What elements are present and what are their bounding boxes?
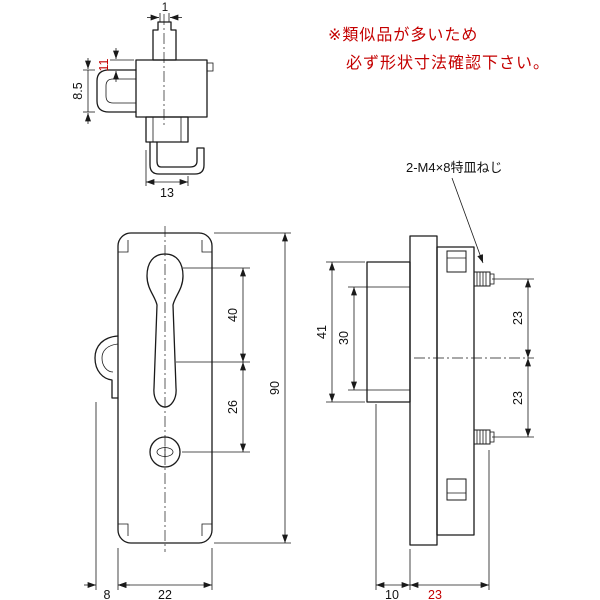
dim-top-width-value: 13 — [160, 186, 174, 200]
shaft-outline — [152, 21, 177, 61]
latch-arm-inner — [105, 78, 136, 104]
handle-lever — [146, 253, 184, 408]
front-view: 40 26 90 8 22 — [84, 226, 291, 600]
mounting-clip-bottom — [446, 478, 467, 501]
side-case-outline — [366, 261, 411, 403]
notice-line-1: ※類似品が多いため — [328, 26, 478, 44]
dimension-front-lower: 26 — [182, 362, 250, 453]
front-hook-inner — [101, 343, 119, 373]
dimension-top-arm: 8.5 — [71, 58, 95, 124]
dim-front-upper-value: 40 — [226, 308, 240, 322]
dim-top-arm-value: 8.5 — [71, 82, 85, 99]
mounting-clip-top — [446, 250, 467, 273]
dim-top-offset-value: 11 — [97, 58, 111, 71]
dimension-side-inner: 30 — [337, 286, 367, 391]
top-hook-outline — [149, 141, 205, 175]
dimension-top-width: 13 — [145, 150, 189, 200]
dim-side-back-depth-value: 23 — [428, 588, 442, 600]
dimension-top-offset: 11 — [83, 48, 134, 82]
dimension-top-tip: 1 — [147, 2, 182, 22]
dimension-side-bottom: 10 23 — [375, 404, 490, 600]
side-panel-plate — [409, 235, 438, 546]
dim-side-case-height-value: 41 — [315, 325, 329, 339]
side-view: 41 30 23 23 10 23 — [315, 235, 534, 600]
notice-text: ※類似品が多いため 必ず形状寸法確認下さい。 — [328, 26, 550, 72]
dim-top-tip-value: 1 — [162, 2, 168, 14]
dimension-front-height: 90 — [214, 232, 291, 544]
screw-bottom — [473, 429, 495, 445]
top-neck-inner — [152, 117, 182, 142]
dimension-side-screw-spacing: 23 23 — [492, 278, 534, 438]
dim-side-inner-value: 30 — [337, 331, 351, 345]
latch-arm-outline — [96, 69, 137, 113]
keyhole-outer — [149, 436, 181, 468]
dim-front-height-value: 90 — [268, 381, 282, 395]
side-back-plate — [436, 246, 475, 536]
notice-line-2: 必ず形状寸法確認下さい。 — [346, 54, 550, 72]
dim-side-case-depth-value: 10 — [385, 588, 399, 600]
dim-front-hook-value: 8 — [104, 588, 111, 600]
screw-callout: 2-M4×8特皿ねじ — [406, 160, 502, 264]
dimension-side-case-height: 41 — [315, 261, 365, 403]
dimension-front-upper: 40 — [176, 267, 250, 363]
top-body-outline — [135, 59, 208, 118]
dimension-front-bottom: 8 22 — [84, 402, 213, 600]
leader-arrow — [451, 177, 484, 264]
side-case-inner-lines — [367, 286, 410, 391]
top-body-tab — [206, 62, 214, 72]
dim-front-width-value: 22 — [158, 588, 172, 600]
screw-top — [473, 271, 495, 287]
front-corner-tabs — [118, 240, 212, 536]
front-hook-outline — [94, 335, 119, 399]
top-neck-outline — [145, 116, 189, 143]
dim-front-lower-value: 26 — [226, 400, 240, 414]
screw-label: 2-M4×8特皿ねじ — [406, 160, 502, 175]
dim-side-screw-lower-value: 23 — [511, 391, 525, 405]
top-view: 1 11 8.5 13 — [71, 2, 214, 200]
dim-side-screw-upper-value: 23 — [511, 311, 525, 325]
